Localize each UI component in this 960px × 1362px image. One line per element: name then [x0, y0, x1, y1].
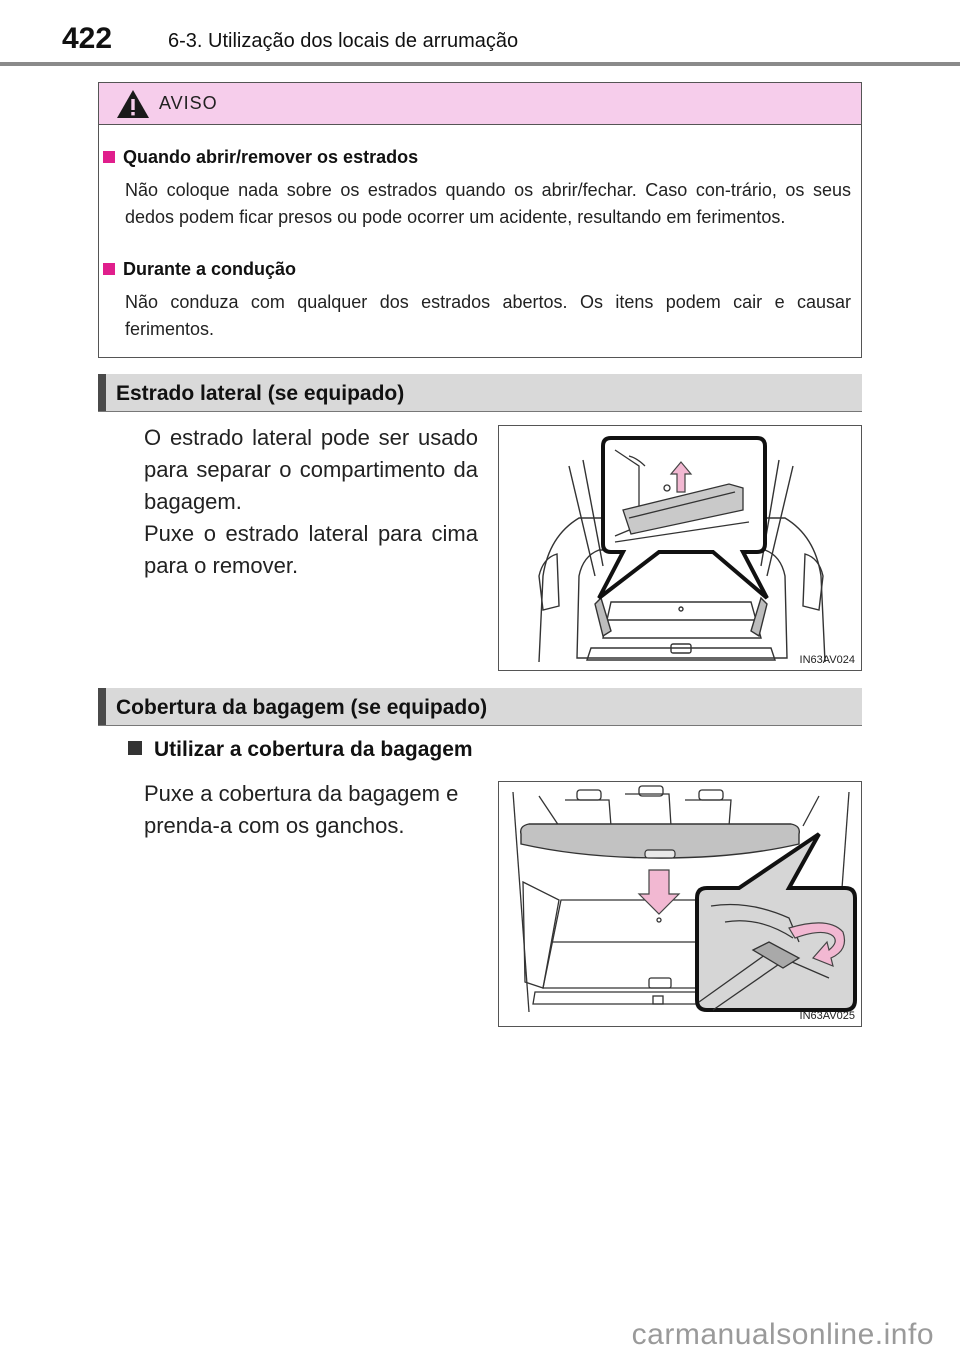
warning-triangle-icon	[117, 90, 149, 118]
luggage-side-board-illustration	[538, 436, 826, 663]
section-heading-side-board: Estrado lateral (se equipado)	[98, 374, 862, 412]
figure-luggage-cover: IN63AV025	[498, 781, 862, 1027]
header-divider	[0, 62, 960, 66]
subheading-use-cover: Utilizar a cobertura da bagagem	[128, 738, 473, 762]
page-header: 422 6-3. Utilização dos locais de arruma…	[0, 0, 960, 66]
figure-side-board: IN63AV024	[498, 425, 862, 671]
paragraph-side-board-removal: Puxe o estrado lateral para cima para o …	[144, 521, 478, 578]
bullet-square-icon	[103, 263, 115, 275]
section-heading-luggage-cover: Cobertura da bagagem (se equipado)	[98, 688, 862, 726]
paragraph-side-board-purpose: O estrado lateral pode ser usado para se…	[144, 425, 478, 514]
warning-box: AVISO Quando abrir/remover os estrados N…	[98, 82, 862, 358]
warning-item-body: Não conduza com qualquer dos estrados ab…	[125, 292, 851, 339]
page-number: 422	[62, 22, 113, 55]
section-title: Estrado lateral (se equipado)	[116, 382, 405, 405]
chapter-title: 6-3. Utilização dos locais de arrumação	[168, 30, 519, 52]
section-title: Cobertura da bagagem (se equipado)	[116, 696, 488, 719]
paragraph-luggage-cover: Puxe a cobertura da bagagem e prenda-a c…	[144, 781, 459, 838]
warning-item-title: Quando abrir/remover os estrados	[123, 147, 419, 167]
figure-code: IN63AV024	[799, 654, 855, 666]
warning-item-title: Durante a condução	[123, 259, 297, 279]
figure-code: IN63AV025	[799, 1010, 855, 1022]
warning-header: AVISO	[99, 83, 861, 125]
watermark: carmanualsonline.info	[631, 1318, 934, 1351]
luggage-cover-illustration	[512, 785, 857, 1013]
bullet-square-icon	[128, 741, 142, 755]
bullet-square-icon	[103, 151, 115, 163]
warning-item-body: Não coloque nada sobre os estrados quand…	[125, 180, 851, 227]
warning-title: AVISO	[159, 93, 218, 113]
subheading-text: Utilizar a cobertura da bagagem	[154, 738, 473, 761]
